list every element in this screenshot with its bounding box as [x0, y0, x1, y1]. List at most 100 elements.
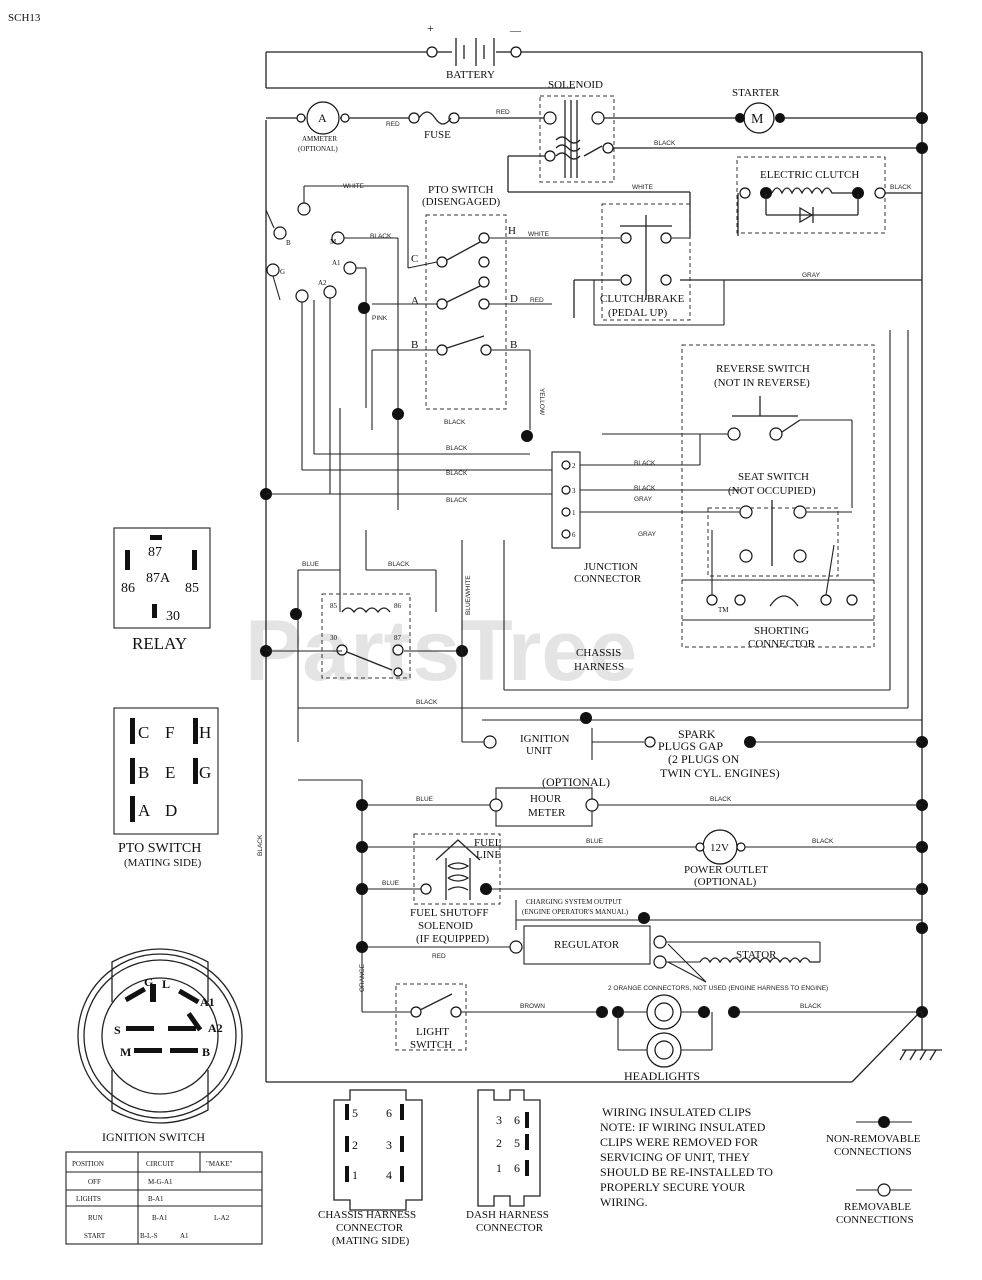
pto-mating-f: F [165, 723, 174, 742]
chassis-pin: 3 [386, 1138, 392, 1152]
battery: + — BATTERY [426, 21, 522, 81]
power-outlet-symbol: 12V [710, 842, 729, 854]
wire-label-brown: BROWN [520, 1003, 545, 1010]
wire-label-black: BLACK [634, 460, 656, 467]
power-outlet-optional: (OPTIONAL) [694, 876, 757, 888]
ign-g: G [144, 975, 153, 989]
dash-pin: 2 [496, 1136, 502, 1150]
ign-a1: A1 [200, 995, 215, 1009]
ign-a2: A2 [208, 1021, 223, 1035]
pto-mating-subtitle: (MATING SIDE) [124, 857, 202, 869]
note-line: SERVICING OF UNIT, THEY [600, 1150, 750, 1164]
ammeter-symbol: A [318, 111, 327, 125]
table-cell: B-A1 [148, 1195, 164, 1203]
dash-pin: 5 [514, 1136, 520, 1150]
pto-switch-state: (DISENGAGED) [422, 196, 501, 208]
table-cell: B-A1 [152, 1214, 168, 1222]
note-line: WIRING INSULATED CLIPS [602, 1105, 751, 1119]
wire-label-white: WHITE [343, 183, 365, 190]
ammeter-optional: (OPTIONAL) [298, 145, 338, 153]
pto-switch: PTO SWITCH (DISENGAGED) C A B H D B WHIT… [371, 184, 620, 430]
wire-label-red: RED [530, 297, 544, 304]
dash-pin: 6 [514, 1113, 520, 1127]
wire-label-gray: GRAY [638, 531, 657, 538]
wire-label-red: RED [496, 109, 510, 116]
legend-non-removable-2: CONNECTIONS [834, 1146, 912, 1158]
dash-harness-connector: 3 6 2 5 1 6 DASH HARNESS CONNECTOR [466, 1089, 549, 1234]
diagram-code: SCH13 [8, 12, 41, 24]
junction-connector-label-1: JUNCTION [584, 561, 638, 573]
pto-terminal-b-right: B [510, 339, 517, 351]
ignition-switch-graphic: G L A1 A2 S M B IGNITION SWITCH [77, 948, 243, 1144]
shorting-connector-label-2: CONNECTOR [748, 638, 816, 650]
wire-label-black: BLACK [812, 838, 834, 845]
chassis-harness: CHASSIS HARNESS REVERSE SWITCH (NOT IN R… [503, 330, 891, 691]
chassis-harness-connector: 5 6 2 3 1 4 CHASSIS HARNESS CONNECTOR (M… [318, 1089, 423, 1247]
chassis-connector-title: CHASSIS HARNESS [318, 1209, 416, 1221]
wire-label-black: BLACK [890, 184, 912, 191]
chassis-connector-title2: CONNECTOR [336, 1222, 404, 1234]
optional-label: (OPTIONAL) [542, 775, 610, 789]
table-cell: OFF [88, 1178, 101, 1186]
relay-pin-86: 86 [394, 602, 402, 610]
light-switch-headlights: LIGHT SWITCH ORANGE BROWN BLACK HEADLIGH… [359, 963, 942, 1083]
relay-pin-30-label: 30 [166, 609, 180, 624]
pto-mating-c: C [138, 723, 149, 742]
relay-pin-30: 30 [330, 634, 338, 642]
junction-pin: 2 [572, 462, 576, 470]
relay-pin-87-label: 87 [148, 545, 162, 560]
wire-label-blue: BLUE [382, 880, 400, 887]
spark-plugs-label-2: PLUGS GAP [658, 739, 723, 753]
fuel-line-label-1: FUEL [474, 837, 502, 849]
ignition-unit-label-1: IGNITION [520, 733, 570, 745]
spark-plugs-label-4: TWIN CYL. ENGINES) [660, 766, 780, 780]
ign-terminal-b: B [286, 239, 291, 247]
wire-label-black: BLACK [388, 561, 410, 568]
ignition-unit: BLACK IGNITION UNIT SPARK PLUGS GAP (2 P… [298, 330, 922, 780]
wire-label-blue-white: BLUE/WHITE [465, 575, 472, 615]
dash-pin: 6 [514, 1161, 520, 1175]
battery-plus: + [427, 21, 434, 35]
fuel-shutoff-solenoid: FUEL LINE BLUE FUEL SHUTOFF SOLENOID (IF… [356, 833, 922, 945]
solenoid-label: SOLENOID [548, 79, 603, 91]
hour-meter-label-1: HOUR [530, 793, 562, 805]
pto-terminal-c: C [411, 253, 418, 265]
wire-label-blue: BLUE [302, 561, 320, 568]
fuel-solenoid-label-1: FUEL SHUTOFF [410, 907, 489, 919]
clutch-brake-label: CLUTCH/BRAKE [600, 293, 685, 305]
junction-pin: 6 [572, 531, 576, 539]
relay-pinout: 87 87A 86 85 30 RELAY [113, 527, 211, 653]
note-line: WIRING. [600, 1195, 648, 1209]
wire-label-black: BLACK [446, 445, 468, 452]
ignition-switch-title: IGNITION SWITCH [102, 1130, 205, 1144]
legend-non-removable-1: NON-REMOVABLE [826, 1133, 921, 1145]
table-header-position: POSITION [72, 1160, 104, 1168]
headlights-label: HEADLIGHTS [624, 1069, 700, 1083]
chassis-harness-label-1: CHASSIS [576, 647, 621, 659]
pto-mating-b: B [138, 763, 149, 782]
table-header-make: "MAKE" [206, 1160, 232, 1168]
ign-terminal-a2: A2 [318, 279, 327, 287]
ammeter: A AMMETER (OPTIONAL) [296, 101, 350, 153]
table-cell: LIGHTS [76, 1195, 101, 1203]
chassis-pin: 4 [386, 1168, 392, 1182]
pto-mating-g: G [199, 763, 211, 782]
wire-label-blue: BLUE [416, 796, 434, 803]
note-line: PROPERLY SECURE YOUR [600, 1180, 745, 1194]
ignition-table: POSITION CIRCUIT "MAKE" OFF M-G-A1 LIGHT… [65, 1151, 263, 1245]
junction-pin: 3 [572, 487, 576, 495]
wire-label-black: BLACK [800, 1003, 822, 1010]
wire-label-black: BLACK [416, 699, 438, 706]
chassis-harness-label-2: HARNESS [574, 661, 624, 673]
hour-meter-label-2: METER [528, 807, 566, 819]
chassis-pin: 2 [352, 1138, 358, 1152]
fuel-line-label-2: LINE [476, 849, 501, 861]
power-outlet: 12V POWER OUTLET (OPTIONAL) BLUE BLACK [356, 829, 922, 888]
regulator-stator: CHARGING SYSTEM OUTPUT (ENGINE OPERATOR'… [356, 898, 922, 992]
fuse: FUSE [408, 111, 460, 141]
battery-label: BATTERY [446, 69, 495, 81]
clutch-brake-switch: CLUTCH/BRAKE (PEDAL UP) WHITE [593, 184, 725, 326]
seat-switch-label: SEAT SWITCH [738, 471, 809, 483]
light-switch-label-1: LIGHT [416, 1026, 449, 1038]
